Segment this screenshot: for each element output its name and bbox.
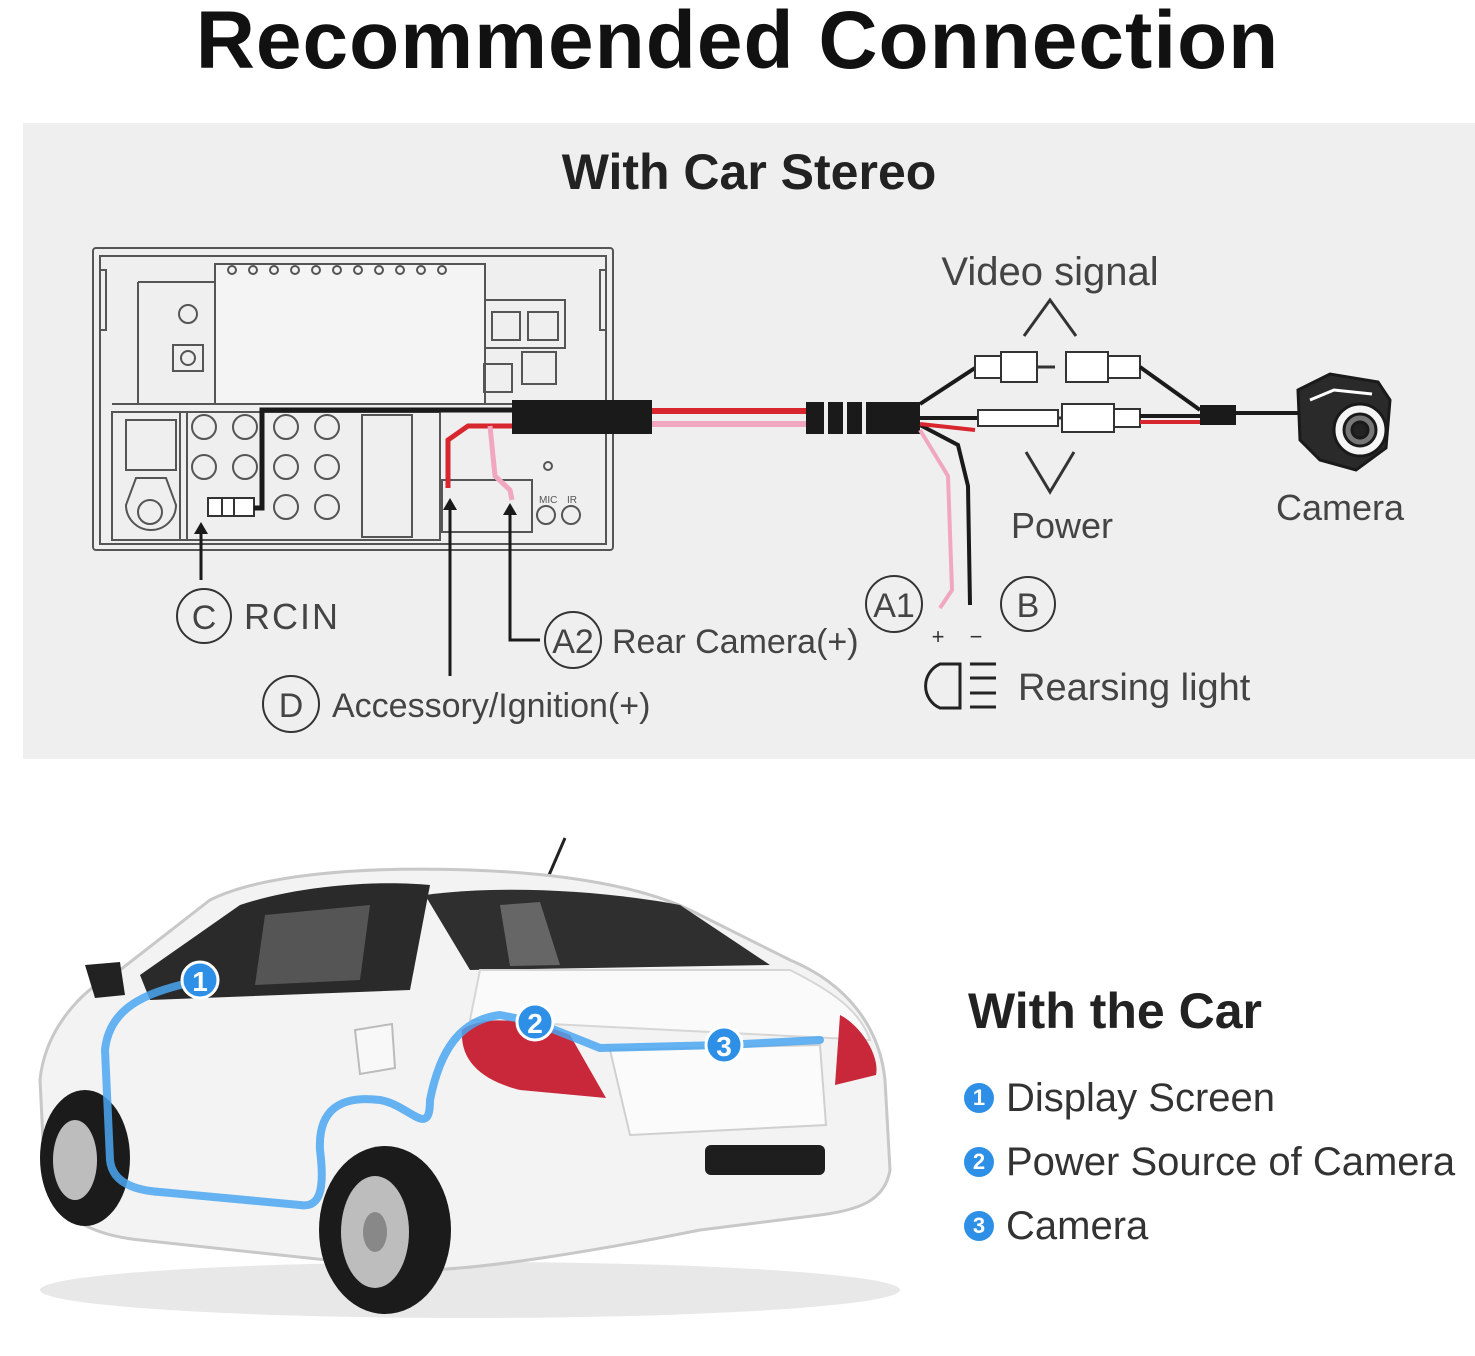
pin-hole [227,265,237,275]
power-arrow-icon [1024,451,1076,495]
video-signal-label: Video signal [941,250,1158,294]
rcin-label: RCIN [244,596,340,637]
marker-a1: A1 [865,575,923,633]
rear-camera-label: Rear Camera(+) [612,623,859,661]
port-hole [232,414,258,440]
mic-label: MIC [539,495,557,506]
marker-d: D [262,675,320,733]
port-hole [314,494,340,520]
port-hole [314,454,340,480]
pin-hole [416,265,426,275]
car-section-title: With the Car [968,983,1262,1039]
pin-hole [395,265,405,275]
port-hole [191,414,217,440]
stereo-diagram-panel [23,123,1475,759]
legend-item-camera: 3 Camera [964,1194,1455,1258]
svg-text:3: 3 [716,1031,732,1062]
legend-item-power-source: 2 Power Source of Camera [964,1130,1455,1194]
port-hole [273,414,299,440]
ir-label: IR [567,495,577,506]
camera-label: Camera [1276,487,1405,528]
svg-text:C: C [192,599,217,637]
minus-sign: − [970,624,983,649]
svg-text:B: B [1017,587,1040,625]
rcin-connector [207,497,255,517]
marker-c: C [176,588,232,644]
svg-text:A1: A1 [873,587,915,625]
car-legend: 1 Display Screen 2 Power Source of Camer… [964,1066,1455,1258]
plus-sign: + [932,624,945,649]
pin-hole [311,265,321,275]
stereo-wiring [254,351,1300,610]
stereo-section-title: With Car Stereo [562,144,937,200]
callout-arrowheads [194,498,517,534]
pin-hole [290,265,300,275]
cable-route-line [101,976,824,1210]
legend-number-badge: 2 [964,1147,994,1177]
car-illustration [38,837,900,1318]
svg-text:1: 1 [192,966,208,997]
port-hole [273,454,299,480]
video-signal-arrow-icon [1022,297,1078,337]
car-marker-1: 1 [180,960,220,1000]
port-hole [314,414,340,440]
camera-icon [1296,372,1392,472]
pin-hole [437,265,447,275]
marker-a2: A2 [544,611,602,669]
pin-hole [353,265,363,275]
pin-hole [269,265,279,275]
pin-hole [374,265,384,275]
legend-number-badge: 3 [964,1211,994,1241]
legend-label: Camera [1006,1203,1149,1248]
pin-hole [248,265,258,275]
accessory-label: Accessory/Ignition(+) [332,687,650,725]
pin-hole [332,265,342,275]
rearsing-light-icon [924,662,996,710]
car-marker-3: 3 [704,1025,744,1065]
legend-label: Display Screen [1006,1075,1276,1120]
rearsing-light-label: Rearsing light [1018,667,1251,709]
svg-text:D: D [279,687,304,725]
power-label: Power [1011,505,1113,546]
port-hole [273,494,299,520]
marker-b: B [1000,576,1056,632]
callout-lines [199,505,540,676]
car-marker-2: 2 [515,1002,555,1042]
port-hole [191,454,217,480]
legend-item-display-screen: 1 Display Screen [964,1066,1455,1130]
svg-text:A2: A2 [552,623,594,661]
car-stereo-back-unit [92,247,614,551]
stereo-ports [191,265,447,520]
page-title: Recommended Connection [195,0,1280,86]
port-hole [232,454,258,480]
legend-number-badge: 1 [964,1083,994,1113]
svg-text:2: 2 [527,1008,543,1039]
legend-label: Power Source of Camera [1006,1139,1456,1184]
